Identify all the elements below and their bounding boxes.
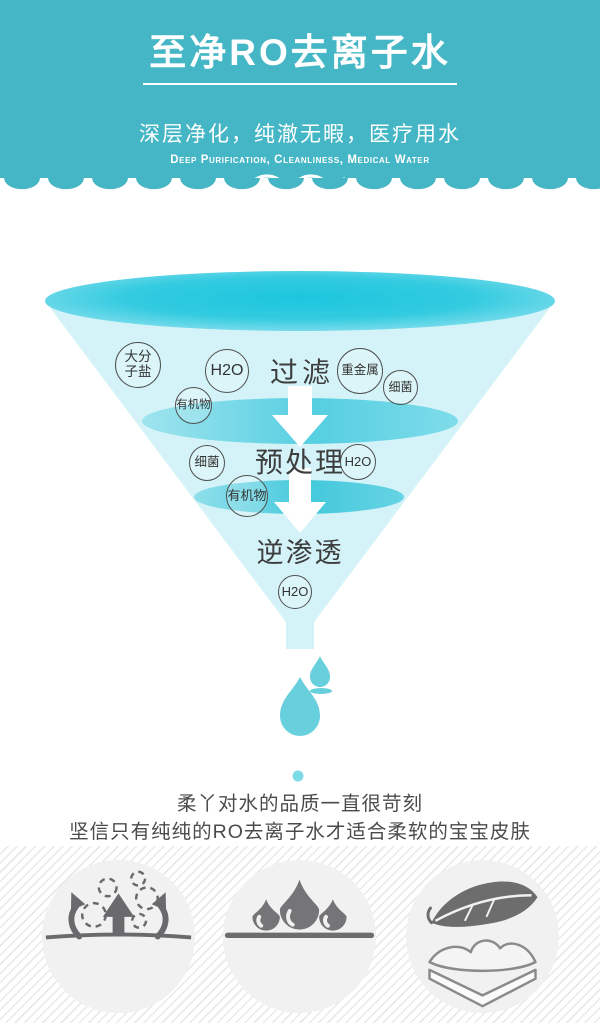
stage-label-pretreatment: 预处理 <box>254 447 346 478</box>
bubble-h2o-3: H2O <box>278 575 312 609</box>
small-drop-icon <box>310 656 330 687</box>
features-strip <box>0 846 600 1023</box>
dot-accent <box>292 770 304 782</box>
bubble-macromolecule-salt: 大分 子盐 <box>115 342 161 388</box>
drop-puddle <box>310 688 332 694</box>
stage-label-reverse-osmosis: 逆渗透 <box>256 538 344 568</box>
big-drop-icon <box>280 677 320 736</box>
bubble-h2o-2: H2O <box>340 444 376 480</box>
bubble-bacteria-2: 细菌 <box>189 445 225 481</box>
feature-softness <box>404 858 561 1015</box>
bubble-h2o-1: H2O <box>205 349 249 393</box>
soft-feather-icon <box>405 859 560 1014</box>
bubble-organic-2: 有机物 <box>226 475 268 517</box>
down-arrow-1-icon <box>272 386 328 447</box>
hero-subtitle: 深层净化，纯澈无暇，医疗用水 <box>139 123 461 147</box>
bubble-bacteria-1: 细菌 <box>383 370 418 405</box>
bubble-heavy-metal: 重金属 <box>337 348 383 394</box>
feature-breathable <box>40 858 197 1015</box>
hero-banner: 至净RO去离子水 深层净化，纯澈无暇，医疗用水 Deep Purificatio… <box>0 0 600 201</box>
breathable-icon <box>41 859 196 1014</box>
feature-absorbency <box>221 858 378 1015</box>
stage-label-filter: 过滤 <box>269 357 335 388</box>
page-title: 至净RO去离子水 <box>143 32 457 85</box>
funnel-top-ellipse <box>45 271 555 331</box>
bubble-organic-1: 有机物 <box>175 387 212 424</box>
tagline-line-1: 柔丫对水的品质一直很苛刻 <box>176 793 423 815</box>
water-absorb-icon <box>222 859 377 1014</box>
scallop-edge <box>0 178 600 194</box>
tagline-line-2: 坚信只有纯纯的RO去离子水才适合柔软的宝宝皮肤 <box>69 821 531 843</box>
hero-subtitle-en: Deep Purification, Cleanliness, Medical … <box>170 154 430 167</box>
